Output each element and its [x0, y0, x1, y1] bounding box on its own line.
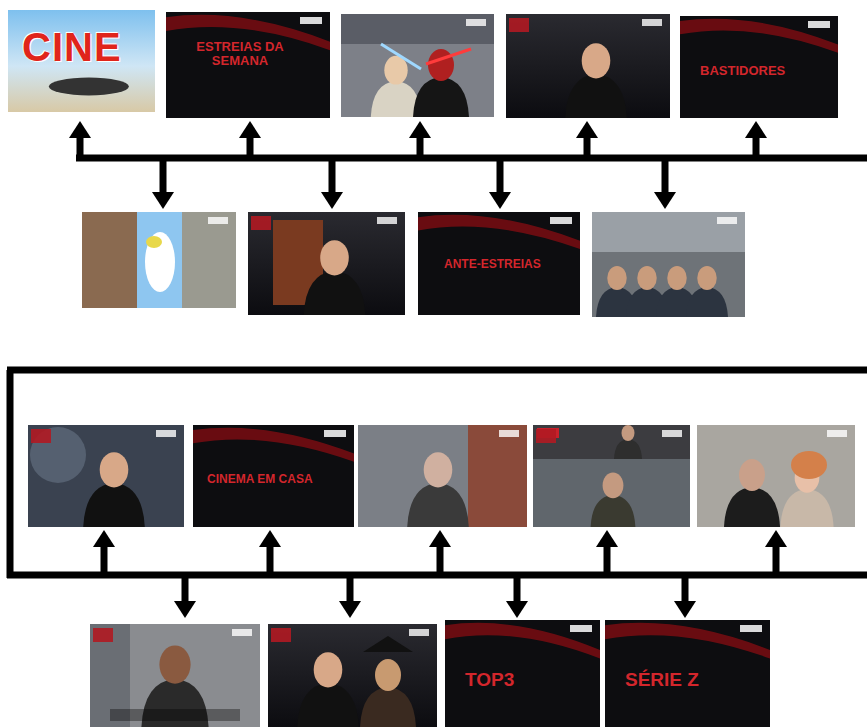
screenshot [358, 425, 528, 527]
section-title: CINEMA EM CASA [207, 473, 347, 486]
title-card: TOP3 [445, 620, 600, 727]
screenshot [28, 425, 184, 527]
bus-lines [7, 121, 867, 618]
logo-text: CINE [22, 26, 147, 68]
title-card: ESTREIAS DA SEMANA [166, 12, 330, 118]
section-title: TOP3 [465, 670, 585, 690]
title-card: CINEMA EM CASA [193, 425, 354, 527]
screenshot [248, 212, 405, 315]
logo-frame: CINE [8, 10, 155, 112]
screenshot [592, 212, 745, 317]
screenshot [341, 14, 494, 117]
section-title: SÉRIE Z [625, 670, 755, 690]
title-card: SÉRIE Z [605, 620, 770, 727]
screenshot [506, 14, 670, 118]
screenshot [533, 425, 690, 527]
screenshot [268, 624, 437, 727]
screenshot [90, 624, 260, 727]
title-card: ANTE-ESTREIAS [418, 212, 580, 315]
section-title: ANTE-ESTREIAS [444, 258, 569, 271]
title-card: BASTIDORES [680, 16, 838, 118]
section-title: BASTIDORES [700, 64, 830, 78]
section-title: ESTREIAS DA SEMANA [180, 40, 300, 67]
screenshot [697, 425, 855, 527]
screenshot [82, 212, 236, 308]
